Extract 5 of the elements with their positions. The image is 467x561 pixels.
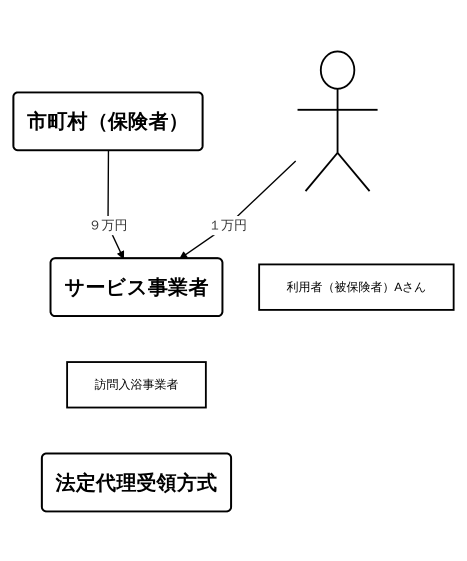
- edge-label: ９万円: [88, 218, 128, 232]
- edge-label: １万円: [208, 218, 247, 232]
- node-box: 利用者（被保険者）Aさん: [258, 264, 455, 311]
- arrow: [179, 160, 296, 260]
- node-box: 訪問入浴事業者: [66, 361, 207, 408]
